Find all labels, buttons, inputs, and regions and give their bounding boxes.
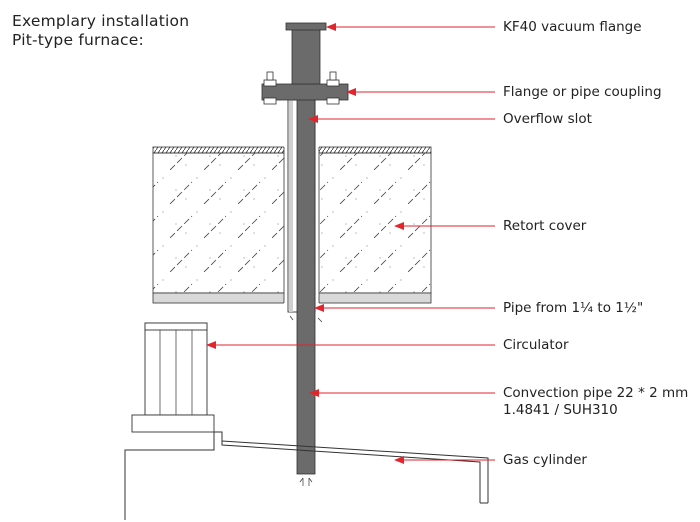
arrow-convection [309,389,319,397]
label-pipe-size: Pipe from 1¼ to 1½" [503,300,644,316]
gas-cylinder [124,431,489,520]
label-overflow-slot: Overflow slot [503,111,592,127]
label-kf40-vacuum-flange: KF40 vacuum flange [503,19,642,35]
arrow-kf40 [326,23,336,31]
caption-line-1: Exemplary installation [12,12,190,30]
circulator [131,322,215,433]
label-convection-pipe: Convection pipe 22 * 2 mm [503,385,689,401]
label-retort-cover: Retort cover [503,218,587,234]
convection-pipe [296,67,316,475]
arrow-retort [394,222,404,230]
caption-line-2: Pit-type furnace: [12,31,144,49]
arrow-pipe [314,304,324,312]
leader-arrows [206,23,495,464]
diagram-caption: Exemplary installation Pit-type furnace: [12,12,189,50]
kf40-flange [285,22,327,85]
label-flange-coupling: Flange or pipe coupling [503,84,662,100]
label-gas-cylinder: Gas cylinder [503,452,587,468]
arrow-circulator [206,341,216,349]
arrow-gas [394,456,404,464]
arrow-overflow [308,115,318,123]
label-convection-material: 1.4841 / SUH310 [503,402,618,418]
arrow-flange [346,88,356,96]
label-circulator: Circulator [503,337,569,353]
